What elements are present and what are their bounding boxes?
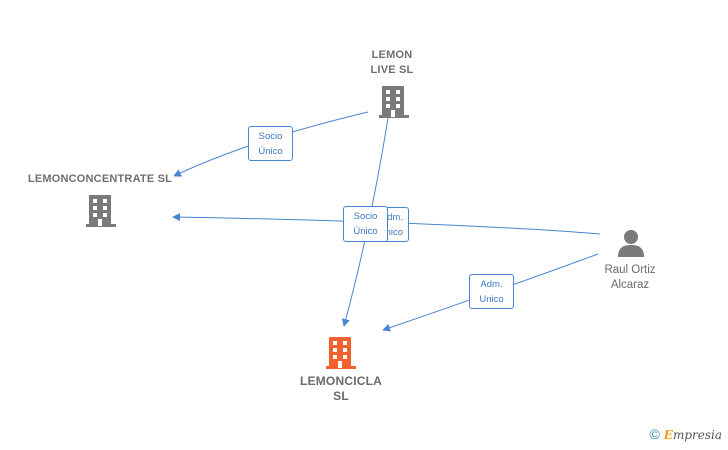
brand-name: mpresia <box>672 428 722 442</box>
edge-label-socio-unico: Socio Único <box>343 206 388 242</box>
building-icon <box>326 337 356 369</box>
edge-label-adm-unico: Adm. Unico <box>469 274 514 309</box>
brand-initial: E <box>663 428 673 442</box>
node-label-lemonconcentrate[interactable]: LEMONCONCENTRATE SL <box>27 173 173 185</box>
node-label-raul-ortiz-alcaraz[interactable]: Raul Ortiz Alcaraz <box>604 264 656 291</box>
person-icon <box>618 230 644 257</box>
edge-raul-to-lemonconcentrate <box>172 213 601 235</box>
edge-label-socio-unico: Socio Único <box>248 126 293 161</box>
footer-brand: ©Empresia <box>649 426 722 442</box>
building-icon <box>86 195 116 227</box>
building-icon <box>379 86 409 118</box>
copyright-icon: © <box>649 426 660 442</box>
node-label-lemoncicla[interactable]: LEMONCICLA SL <box>300 374 382 403</box>
node-label-lemon-live[interactable]: LEMON LIVE SL <box>370 49 414 76</box>
